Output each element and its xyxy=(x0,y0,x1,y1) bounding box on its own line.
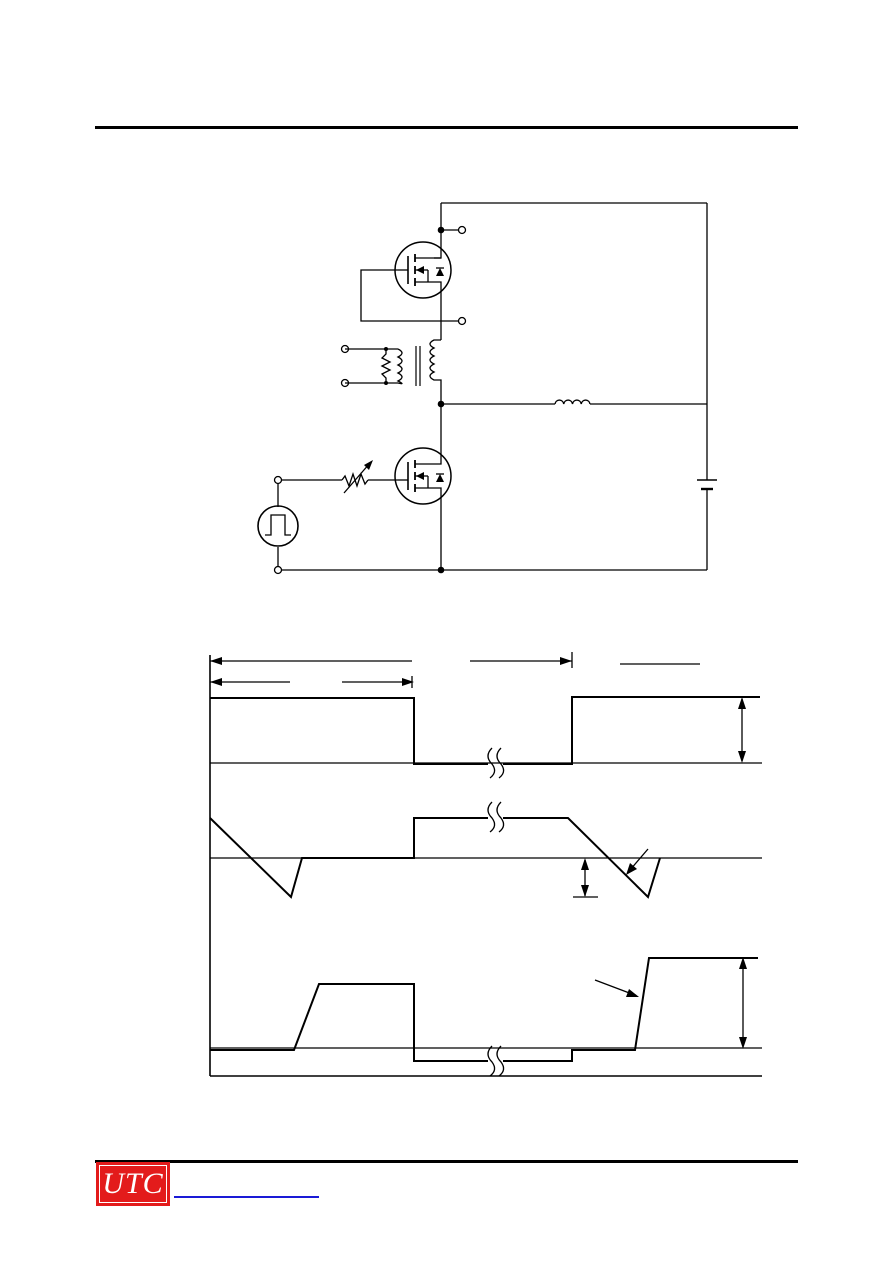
current-waveform xyxy=(209,801,762,899)
utc-logo-text: UTC xyxy=(102,1167,164,1200)
circuit-wires xyxy=(277,202,708,571)
terminal-circles xyxy=(273,225,467,575)
upper-mosfet-symbol xyxy=(394,241,452,299)
gate-drive-waveform xyxy=(210,696,762,779)
current-transformer-symbol xyxy=(345,339,442,392)
variable-resistor-symbol xyxy=(341,460,373,494)
junction-dots xyxy=(437,226,445,574)
test-circuit-schematic xyxy=(257,202,717,575)
header-rule xyxy=(95,126,798,129)
voltage-waveform xyxy=(210,957,762,1077)
utc-logo: UTC xyxy=(96,1162,170,1206)
lower-mosfet-symbol xyxy=(394,447,452,505)
footer-rule xyxy=(95,1160,798,1163)
load-inductor-symbol xyxy=(554,399,591,405)
switching-waveforms xyxy=(209,652,762,1077)
battery-symbol xyxy=(697,479,717,491)
website-link-underline[interactable] xyxy=(174,1196,319,1198)
pulse-generator-symbol xyxy=(257,505,299,547)
timing-dimension-arrows xyxy=(210,652,700,688)
